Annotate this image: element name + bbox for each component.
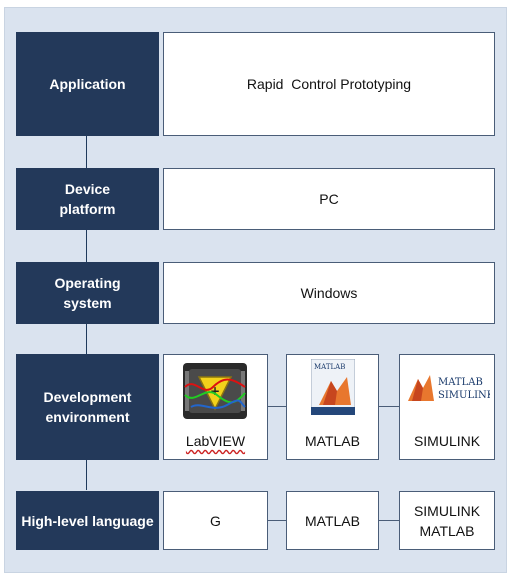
lang-connector-2 — [379, 520, 399, 521]
operating-system-value: Windows — [300, 285, 358, 301]
layer-label-high-level-language: High-level language — [16, 491, 159, 550]
matlab-simulink-logo-icon: MATLAB SIMULINK — [406, 371, 495, 405]
device-platform-box: PC — [163, 168, 495, 230]
layer-label-device-platform: Device platform — [16, 168, 159, 230]
layer-label-application: Application — [16, 32, 159, 136]
dev-connector-2 — [379, 406, 399, 407]
simulink-box: MATLAB SIMULINK SIMULINK — [399, 354, 495, 460]
labview-icon: + — [183, 363, 247, 419]
svg-text:MATLAB: MATLAB — [438, 377, 483, 388]
device-platform-value: PC — [319, 191, 339, 207]
application-value: Rapid Control Prototyping — [246, 76, 412, 92]
simulink-label: SIMULINK — [413, 433, 481, 449]
language-simulink-matlab-value: SIMULINK MATLAB — [413, 502, 481, 539]
labview-label: LabVIEW — [185, 433, 246, 449]
dev-connector-1 — [268, 406, 286, 407]
language-matlab-value: MATLAB — [305, 512, 360, 529]
matlab-product-box-icon: MATLAB — [310, 358, 356, 416]
language-matlab-box: MATLAB — [286, 491, 379, 550]
language-g-value: G — [210, 512, 221, 529]
labview-box: + LabVIEW — [163, 354, 268, 460]
layer-label-operating-system: Operating system — [16, 262, 159, 324]
layer-label-development-environment: Development environment — [16, 354, 159, 460]
lang-connector-1 — [268, 520, 286, 521]
svg-text:+: + — [210, 384, 220, 398]
operating-system-box: Windows — [163, 262, 495, 324]
svg-text:SIMULINK: SIMULINK — [438, 390, 490, 401]
language-simulink-matlab-box: SIMULINK MATLAB — [399, 491, 495, 550]
svg-text:MATLAB: MATLAB — [314, 363, 345, 371]
application-box: Rapid Control Prototyping — [163, 32, 495, 136]
matlab-label: MATLAB — [305, 433, 360, 449]
language-g-box: G — [163, 491, 268, 550]
matlab-box: MATLAB MATLAB — [286, 354, 379, 460]
